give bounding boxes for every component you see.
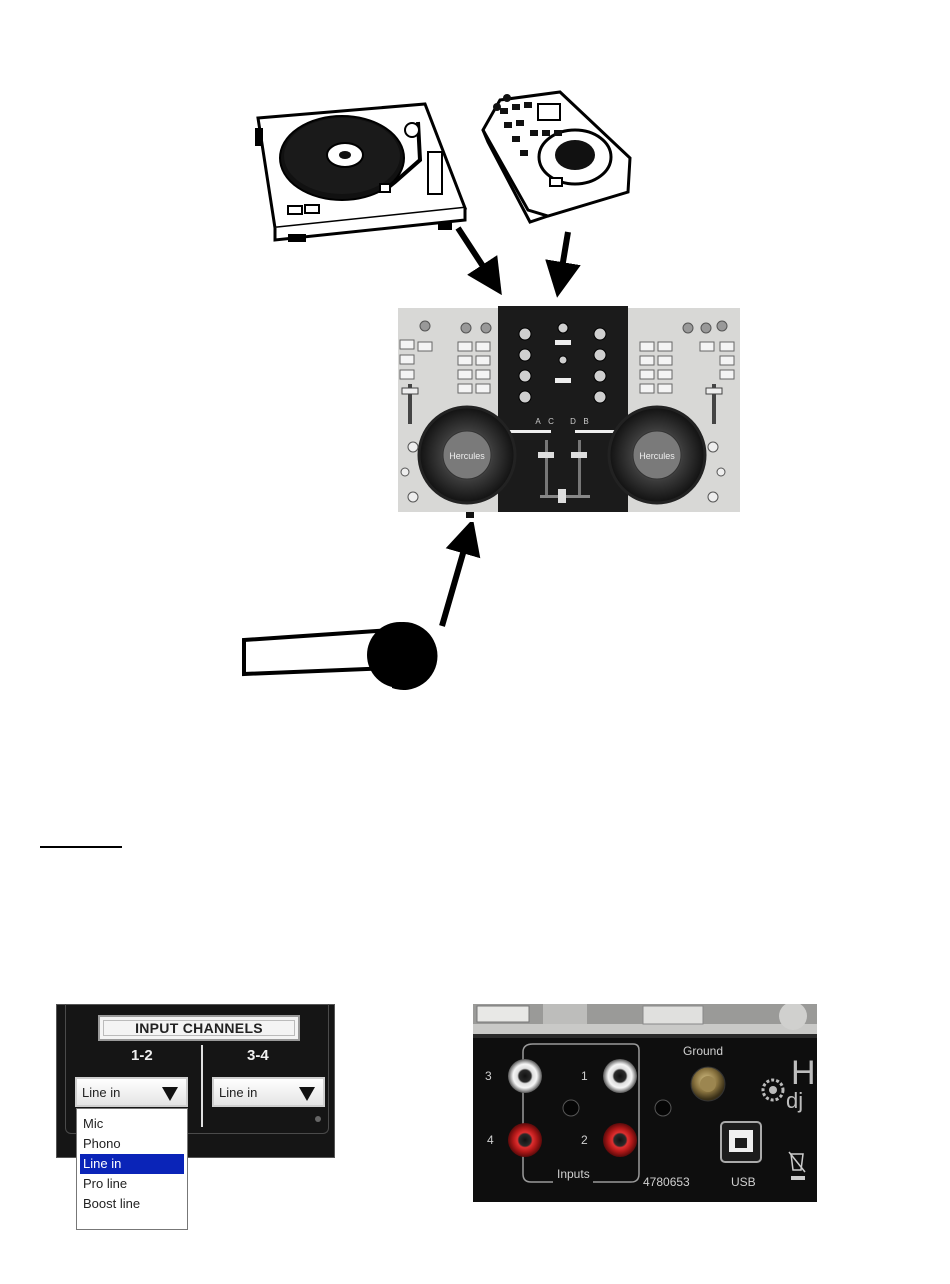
ground-label: Ground xyxy=(683,1044,723,1058)
dropdown-option-boost-line[interactable]: Boost line xyxy=(80,1194,184,1214)
chevron-down-icon[interactable] xyxy=(299,1087,315,1101)
input-channels-title: INPUT CHANNELS xyxy=(98,1015,300,1041)
dropdown-option-phono[interactable]: Phono xyxy=(80,1134,184,1154)
status-led xyxy=(315,1116,321,1122)
arrow-turntable-to-controller xyxy=(458,228,492,280)
cd-player-icon xyxy=(483,92,630,222)
column-divider xyxy=(201,1045,203,1127)
deck-letter-d: D xyxy=(570,417,576,426)
channel-1-2-label: 1-2 xyxy=(131,1047,153,1064)
arrow-mic-to-controller xyxy=(442,536,468,626)
equipment-connection-diagram: Hercules Hercules A C D B xyxy=(0,0,950,700)
section-heading-underline xyxy=(40,846,122,848)
dj-controller-image: Hercules Hercules A C D B xyxy=(366,306,752,522)
hercules-logo-text: He xyxy=(791,1054,817,1092)
input-3-label: 3 xyxy=(485,1069,492,1083)
dropdown-option-pro-line[interactable]: Pro line xyxy=(80,1174,184,1194)
chevron-down-icon[interactable] xyxy=(162,1087,178,1101)
left-jog-brand: Hercules xyxy=(449,451,485,461)
usb-label: USB xyxy=(731,1175,756,1189)
channel-3-4-select[interactable]: Line in xyxy=(212,1077,325,1107)
input-1-label: 1 xyxy=(581,1069,588,1083)
channel-1-2-select-value: Line in xyxy=(82,1085,120,1100)
deck-letter-c: C xyxy=(548,417,554,426)
input-2-label: 2 xyxy=(581,1133,588,1147)
right-jog-brand: Hercules xyxy=(639,451,675,461)
rear-panel-photo: 3 1 4 2 Inputs Ground 4780653 USB He dj xyxy=(473,1004,817,1202)
channel-1-2-dropdown-list: Mic Phono Line in Pro line Boost line xyxy=(76,1108,188,1230)
microphone-icon xyxy=(244,622,437,690)
channel-1-2-select[interactable]: Line in xyxy=(75,1077,188,1107)
deck-letter-a: A xyxy=(535,417,541,426)
inputs-label: Inputs xyxy=(557,1167,590,1181)
dj-logo-text: dj xyxy=(786,1088,803,1113)
dropdown-option-line-in[interactable]: Line in xyxy=(80,1154,184,1174)
channel-3-4-select-value: Line in xyxy=(219,1085,257,1100)
serial-number: 4780653 xyxy=(643,1175,690,1189)
arrow-cd-to-controller xyxy=(560,232,568,280)
deck-letter-b: B xyxy=(583,417,588,426)
input-4-label: 4 xyxy=(487,1133,494,1147)
channel-3-4-label: 3-4 xyxy=(247,1047,269,1064)
dropdown-option-mic[interactable]: Mic xyxy=(80,1114,184,1134)
turntable-icon xyxy=(255,104,465,242)
